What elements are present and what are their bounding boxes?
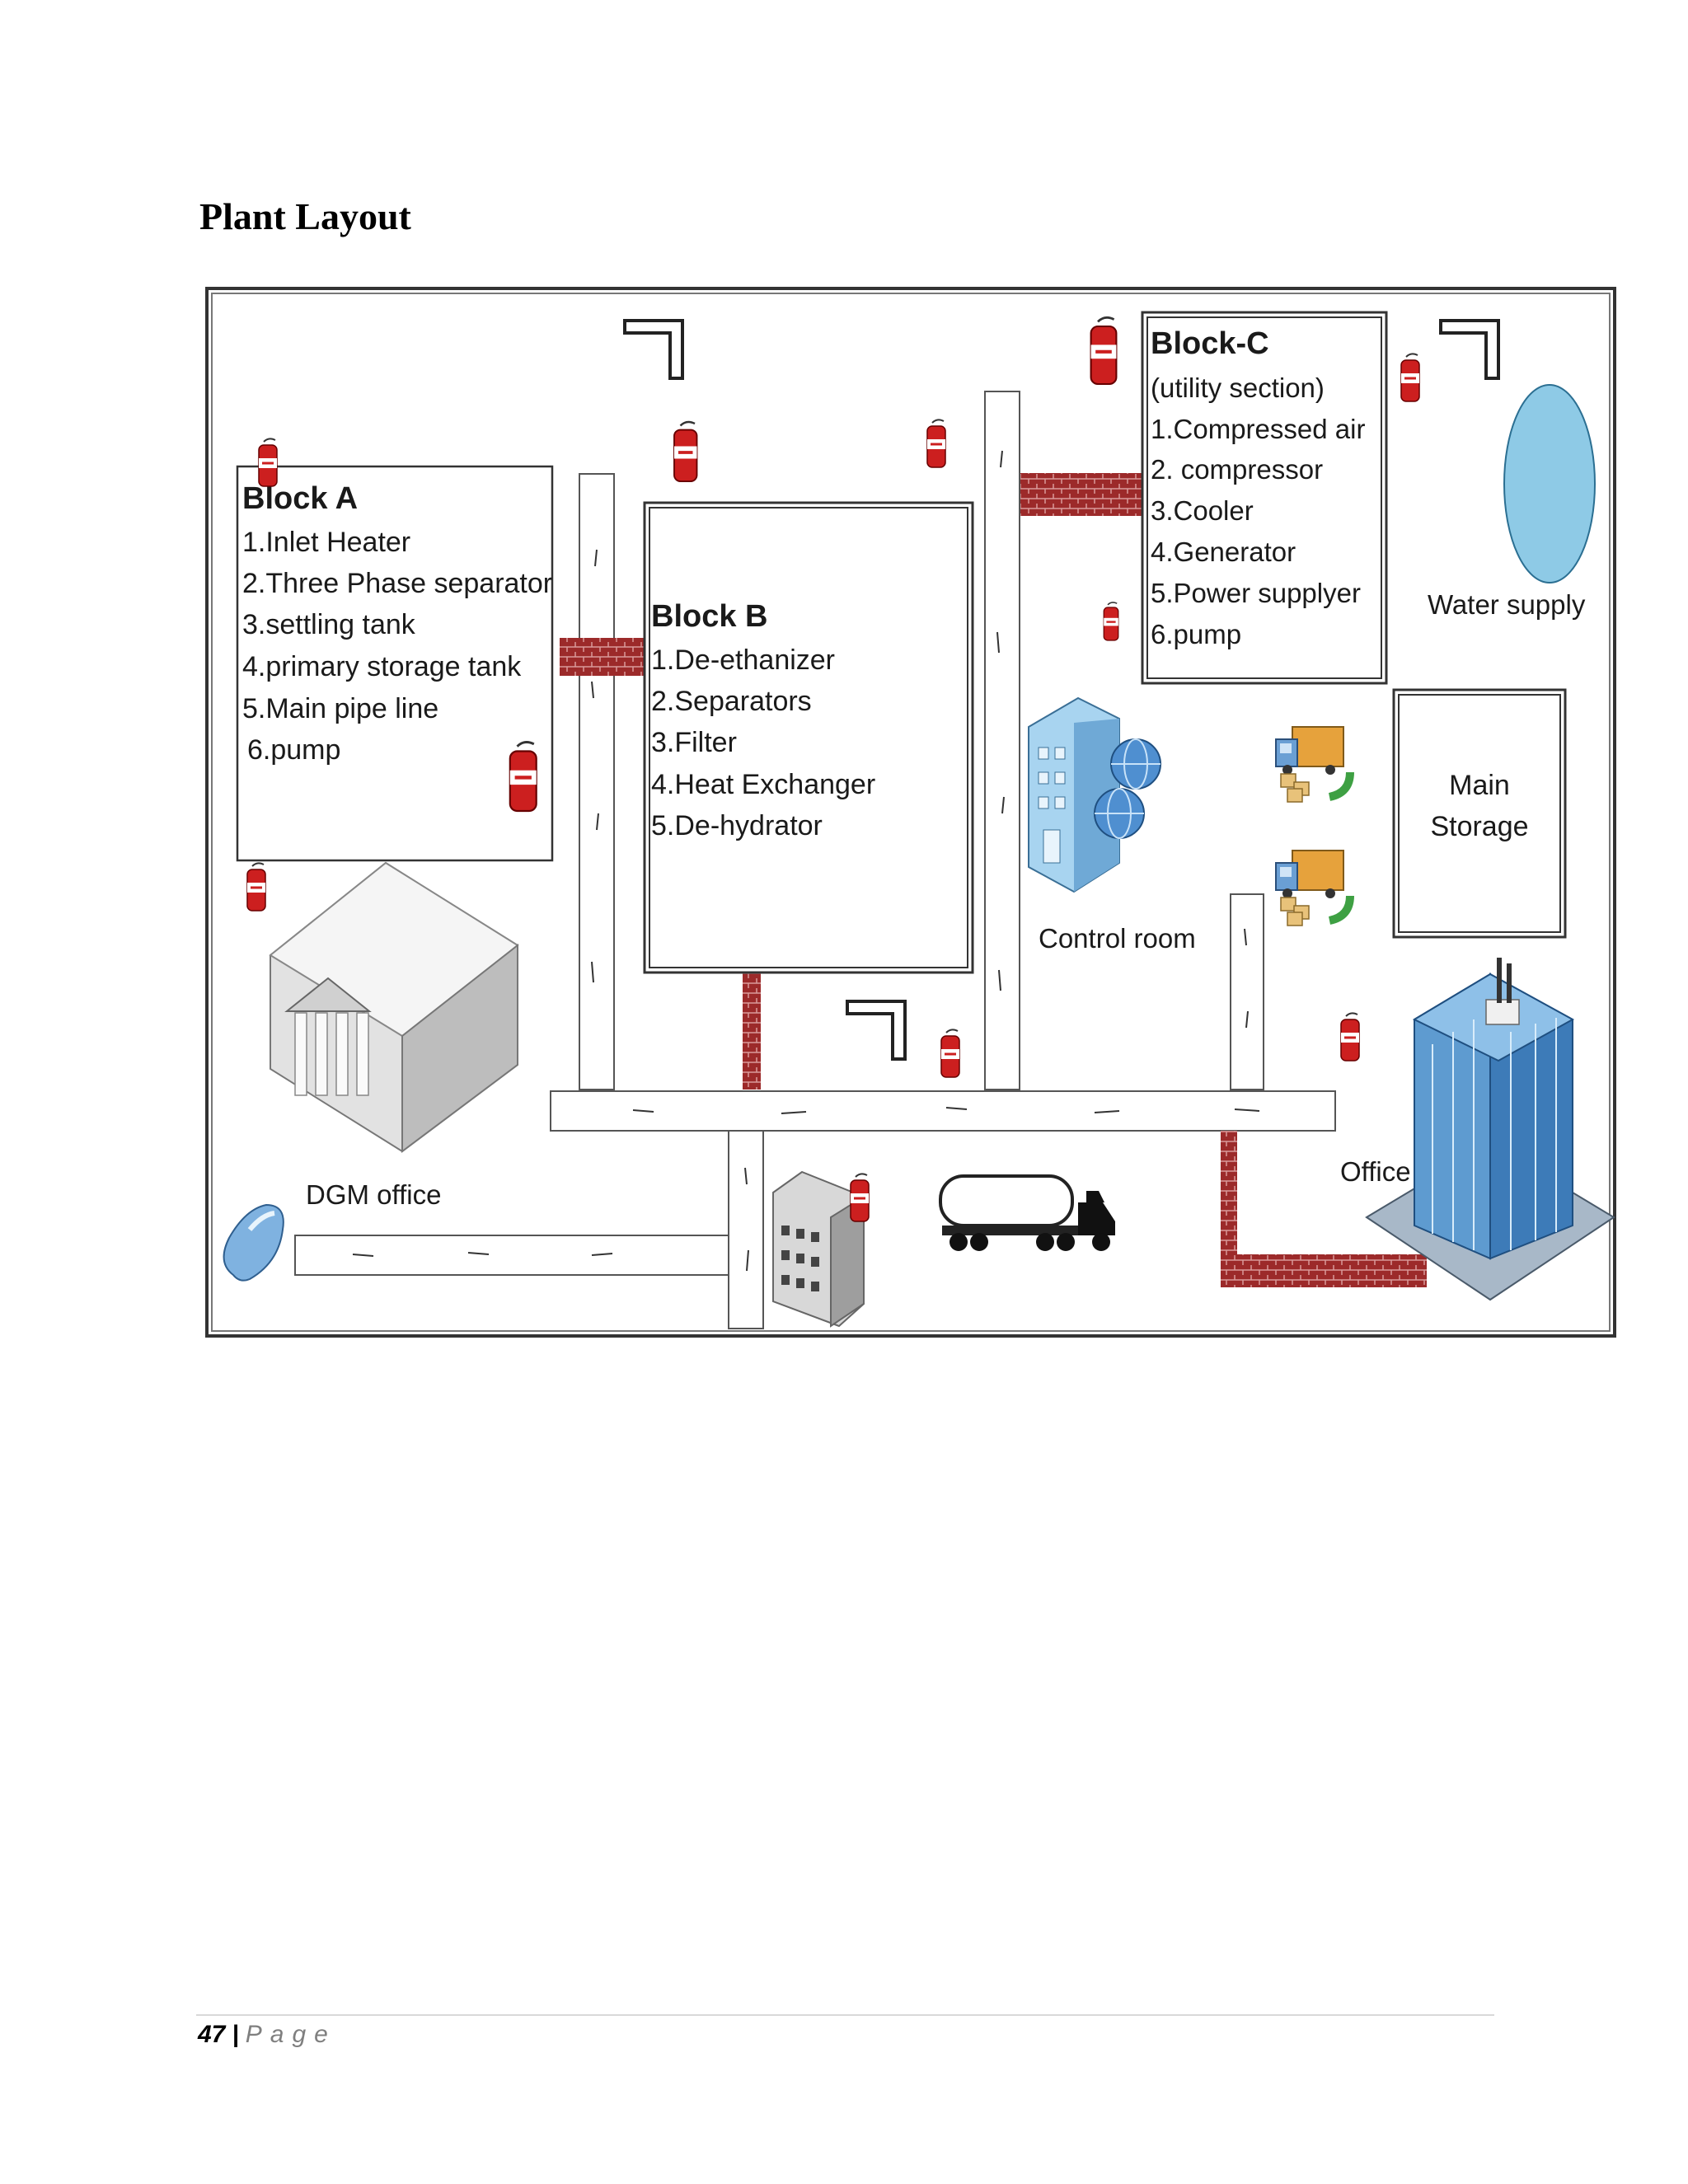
block-b-item: 1.De-ethanizer xyxy=(651,644,835,676)
building-icon xyxy=(1028,696,1120,893)
block-c-item: 1.Compressed air xyxy=(1151,414,1365,444)
water-supply-label: Water supply xyxy=(1428,589,1586,620)
block-a: Block A 1.Inlet Heater 2.Three Phase sep… xyxy=(236,465,554,862)
block-b: Block B 1.De-ethanizer 2.Separators 3.Fi… xyxy=(643,501,974,974)
fire-extinguisher-icon xyxy=(1091,317,1117,384)
block-c-item: 6.pump xyxy=(1151,619,1241,649)
plant-layout-diagram: Block A 1.Inlet Heater 2.Three Phase sep… xyxy=(204,286,1617,1338)
main-storage: Main Storage xyxy=(1392,688,1567,939)
fire-extinguisher-icon xyxy=(849,1172,870,1223)
block-b-item: 5.De-hydrator xyxy=(651,810,823,841)
block-a-item: 6.pump xyxy=(247,734,340,766)
tanker-truck-icon xyxy=(939,1174,1115,1251)
block-c-item: 4.Generator xyxy=(1151,537,1296,567)
block-a-item: 5.Main pipe line xyxy=(242,693,438,724)
skyscraper-icon xyxy=(1365,958,1615,1301)
fire-extinguisher-icon xyxy=(673,420,699,483)
car-icon xyxy=(223,1203,284,1282)
water-supply: Water supply xyxy=(1428,384,1596,620)
block-a-title: Block A xyxy=(242,481,358,516)
building-icon xyxy=(772,1170,865,1328)
road-network xyxy=(294,391,1336,1329)
block-a-item: 1.Inlet Heater xyxy=(242,527,410,558)
block-b-item: 3.Filter xyxy=(651,727,737,758)
main-storage-label: Storage xyxy=(1430,811,1528,842)
block-c-subtitle: (utility section) xyxy=(1151,373,1325,403)
fire-extinguisher-icon xyxy=(257,437,279,488)
fire-extinguisher-icon xyxy=(926,418,947,469)
block-b-item: 4.Heat Exchanger xyxy=(651,769,875,800)
block-b-item: 2.Separators xyxy=(651,686,812,717)
fire-extinguisher-icon xyxy=(1400,352,1421,403)
brick-pipelines xyxy=(560,473,1427,1287)
block-c-item: 2. compressor xyxy=(1151,454,1323,485)
fire-extinguisher-icon xyxy=(940,1028,961,1079)
fire-extinguisher-icon xyxy=(246,861,267,912)
footer-separator: | xyxy=(232,2021,239,2048)
server-globe-icon xyxy=(1094,738,1161,839)
control-room-label: Control room xyxy=(1039,923,1196,954)
block-c-item: 5.Power supplyer xyxy=(1151,578,1361,608)
page-title: Plant Layout xyxy=(199,195,411,237)
dgm-office-building xyxy=(269,861,519,1153)
block-c-title: Block-C xyxy=(1151,326,1269,361)
fire-extinguisher-icon xyxy=(1102,601,1120,642)
block-c: Block-C (utility section) 1.Compressed a… xyxy=(1141,311,1388,685)
block-b-title: Block B xyxy=(651,599,767,634)
page-number: 47 xyxy=(198,2021,226,2048)
block-a-item: 2.Three Phase separator xyxy=(242,568,552,599)
office-label: Office xyxy=(1340,1156,1411,1187)
footer-divider xyxy=(196,2014,1494,2016)
control-room: Control room xyxy=(1028,696,1196,954)
fire-extinguisher-icon xyxy=(510,742,537,811)
main-storage-label: Main xyxy=(1449,770,1510,801)
page-footer: 47|Page xyxy=(198,2021,336,2049)
dgm-office-label: DGM office xyxy=(306,1179,441,1210)
block-a-item: 3.settling tank xyxy=(242,609,416,640)
block-c-item: 3.Cooler xyxy=(1151,495,1254,526)
fire-extinguisher-icon xyxy=(1339,1011,1361,1062)
page-word: Page xyxy=(245,2021,336,2048)
block-a-item: 4.primary storage tank xyxy=(242,651,522,682)
